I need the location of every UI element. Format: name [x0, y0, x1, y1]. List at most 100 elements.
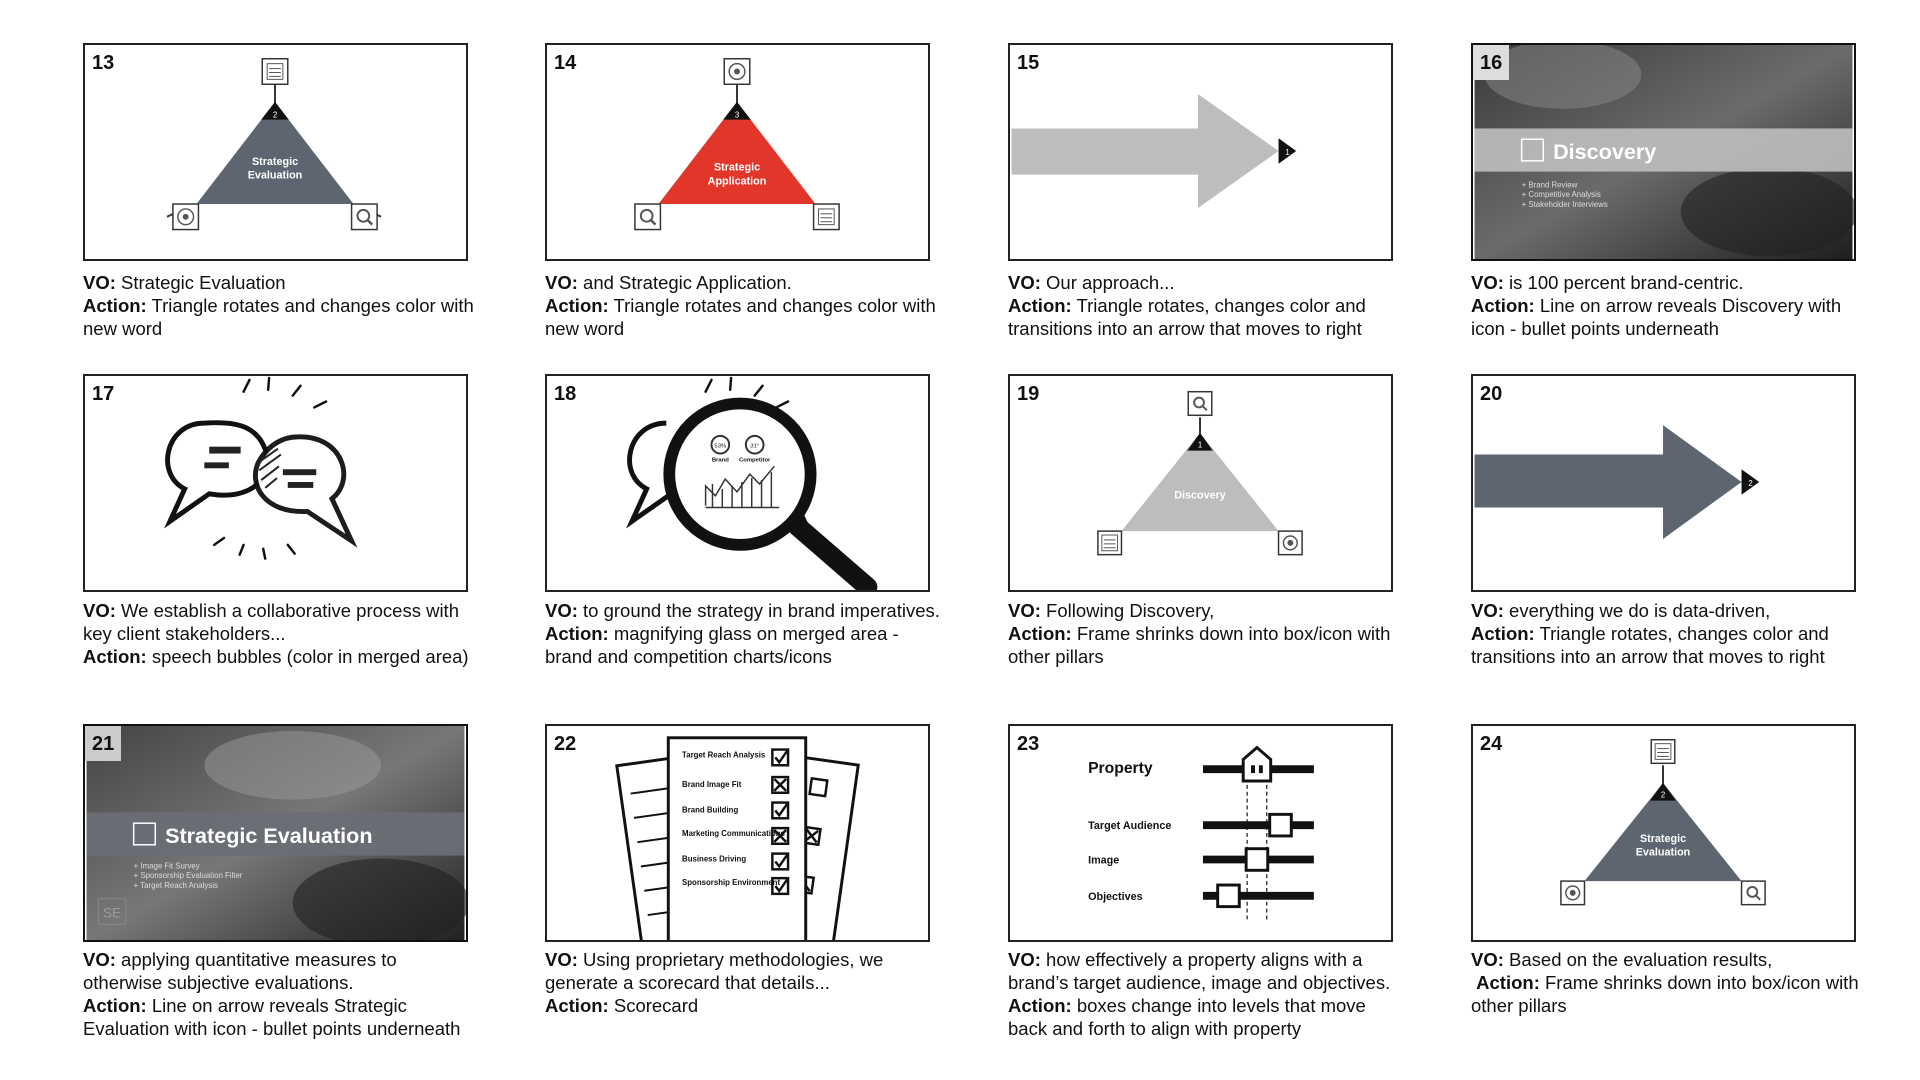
caption-21: VO: applying quantitative measures to ot…	[83, 949, 461, 1039]
vo-text: how effectively a property aligns with a…	[1008, 949, 1391, 993]
frame-number: 23	[1010, 726, 1047, 761]
checklist-icon	[812, 203, 840, 231]
svg-text:2: 2	[273, 111, 277, 120]
triangle-diagram: 1 Discovery	[1097, 390, 1303, 556]
frame-number: 15	[1010, 45, 1047, 80]
frame-18: 53% 31° Brand Competitor 18	[545, 374, 930, 592]
vo-text: Using proprietary methodologies, we gene…	[545, 949, 884, 993]
action-text: Triangle rotates, changes color and tran…	[1008, 295, 1366, 339]
svg-text:+ Image Fit Survey: + Image Fit Survey	[134, 861, 200, 870]
caption-22: VO: Using proprietary methodologies, we …	[545, 949, 884, 1016]
caption-23: VO: how effectively a property aligns wi…	[1008, 949, 1391, 1039]
caption-16: VO: is 100 percent brand-centric. Action…	[1471, 272, 1842, 339]
svg-text:+ Brand Review: + Brand Review	[1522, 180, 1578, 189]
triangle-diagram: 2 Strategic Evaluation	[1560, 739, 1766, 906]
svg-text:+ Stakeholder Interviews: + Stakeholder Interviews	[1522, 200, 1608, 209]
svg-text:Application: Application	[708, 175, 767, 187]
svg-text:Evaluation: Evaluation	[1636, 847, 1691, 859]
action-text: Line on arrow reveals Strategic Evaluati…	[83, 995, 461, 1039]
discovery-icon	[1520, 138, 1544, 162]
svg-text:2: 2	[1748, 479, 1752, 488]
svg-text:Competitor: Competitor	[739, 457, 771, 463]
magnifier-icon	[1187, 390, 1213, 417]
action-text: magnifying glass on merged area - brand …	[545, 623, 899, 667]
magnifying-glass-sketch: 53% 31° Brand Competitor	[626, 376, 878, 590]
svg-text:1: 1	[1198, 441, 1202, 450]
photo-slide: Discovery + Brand Review + Competitive A…	[1474, 45, 1854, 259]
level-box	[1244, 847, 1270, 872]
svg-text:Target Reach Analysis: Target Reach Analysis	[682, 750, 766, 759]
caption-15: VO: Our approach... Action: Triangle rot…	[1008, 272, 1366, 339]
evaluation-icon	[132, 822, 156, 846]
svg-text:Evaluation: Evaluation	[248, 170, 303, 182]
magnifier-icon	[1740, 880, 1766, 906]
frame-number: 19	[1010, 376, 1047, 411]
svg-text:31°: 31°	[750, 444, 759, 450]
magnifier-icon	[350, 203, 378, 231]
caption-24: VO: Based on the evaluation results, Act…	[1471, 949, 1859, 1016]
frame-15: 1 15	[1008, 43, 1393, 261]
svg-text:Strategic: Strategic	[714, 162, 760, 174]
frame-17: 17	[83, 374, 468, 592]
frame-13: 2 Strategic Evaluation 13	[83, 43, 468, 261]
speech-bubbles-sketch	[164, 376, 358, 560]
frame-number: 18	[547, 376, 584, 411]
frame-number: 16	[1473, 45, 1510, 80]
frame-number: 24	[1473, 726, 1510, 761]
caption-18: VO: to ground the strategy in brand impe…	[545, 600, 940, 667]
svg-text:Strategic: Strategic	[1640, 833, 1686, 845]
svg-text:3: 3	[735, 111, 740, 120]
target-icon	[172, 203, 200, 231]
checklist-icon	[261, 58, 289, 86]
vo-text: is 100 percent brand-centric.	[1509, 272, 1744, 293]
frame-21: Strategic Evaluation + Image Fit Survey …	[83, 724, 468, 942]
vo-text: Following Discovery,	[1046, 600, 1215, 621]
action-text: Scorecard	[613, 995, 699, 1016]
svg-text:53%: 53%	[714, 444, 727, 450]
brand-chart-icon: 53%	[710, 434, 731, 455]
vo-text: everything we do is data-driven,	[1509, 600, 1771, 621]
svg-text:+ Competitive Analysis: + Competitive Analysis	[1522, 190, 1601, 199]
caption-20: VO: everything we do is data-driven, Act…	[1471, 600, 1829, 667]
frame-number: 21	[85, 726, 122, 761]
frame-20: 2 20	[1471, 374, 1856, 592]
frame-number: 22	[547, 726, 584, 761]
target-icon	[1277, 530, 1303, 556]
vo-text: Strategic Evaluation	[121, 272, 286, 293]
frame-16: Discovery + Brand Review + Competitive A…	[1471, 43, 1856, 261]
vo-text: Based on the evaluation results,	[1509, 949, 1773, 970]
level-box	[1268, 812, 1293, 838]
frame-22: Target Reach Analysis Brand Image Fit Br…	[545, 724, 930, 942]
frame-number: 14	[547, 45, 584, 80]
action-text: Frame shrinks down into box/icon with ot…	[1471, 972, 1859, 1016]
slide-title: Strategic Evaluation	[165, 823, 372, 848]
svg-text:Target Audience: Target Audience	[1088, 820, 1171, 832]
svg-text:Brand Building: Brand Building	[682, 805, 738, 814]
se-badge: SE	[103, 905, 121, 920]
caption-14: VO: and Strategic Application. Action: T…	[545, 272, 936, 339]
svg-text:Marketing Communications: Marketing Communications	[682, 829, 785, 838]
magnifier-icon	[634, 203, 662, 231]
vo-text: and Strategic Application.	[583, 272, 792, 293]
action-text: Triangle rotates and changes color with …	[83, 295, 474, 339]
arrow-diagram: 1	[1011, 94, 1297, 208]
target-icon	[1560, 880, 1586, 906]
svg-text:Objectives: Objectives	[1088, 891, 1143, 903]
vo-text: We establish a collaborative process wit…	[83, 600, 459, 644]
vo-text: Our approach...	[1046, 272, 1175, 293]
action-text: speech bubbles (color in merged area)	[151, 646, 469, 667]
caption-19: VO: Following Discovery, Action: Frame s…	[1008, 600, 1391, 667]
svg-text:+ Target Reach Analysis: + Target Reach Analysis	[134, 881, 218, 890]
target-icon	[723, 58, 751, 86]
vo-text: to ground the strategy in brand imperati…	[583, 600, 940, 621]
checklist-icon	[1097, 530, 1123, 556]
triangle-diagram: 2 Strategic Evaluation	[166, 58, 382, 231]
slide-title: Discovery	[1553, 139, 1656, 164]
caption-17: VO: We establish a collaborative process…	[83, 600, 469, 667]
frame-number: 17	[85, 376, 122, 411]
svg-text:Sponsorship Environment: Sponsorship Environment	[682, 878, 780, 887]
triangle-diagram: 3 Strategic Application	[634, 58, 840, 231]
action-text: Frame shrinks down into box/icon with ot…	[1008, 623, 1391, 667]
property-label: Property	[1088, 760, 1153, 777]
scorecard-sketch: Target Reach Analysis Brand Image Fit Br…	[615, 736, 860, 940]
